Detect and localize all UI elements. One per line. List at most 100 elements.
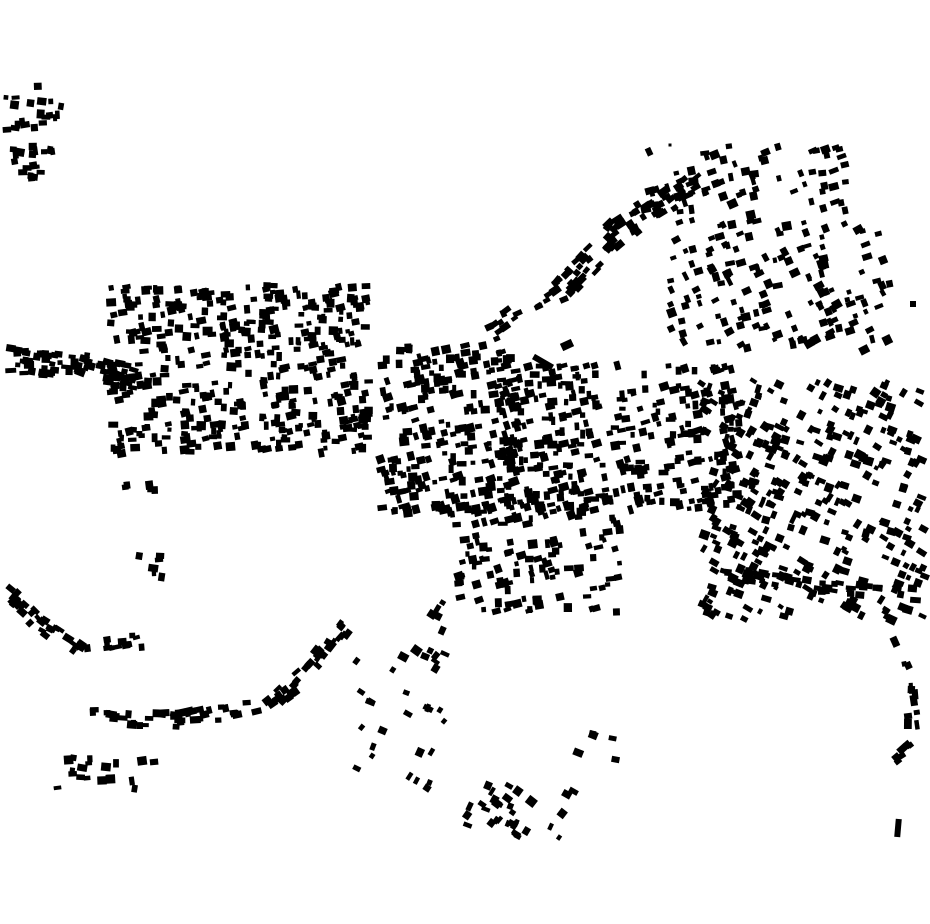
- building-footprint: [784, 310, 793, 319]
- building-footprint: [726, 197, 739, 210]
- building-footprint: [195, 443, 202, 450]
- building-footprint: [294, 323, 304, 328]
- building-footprint: [606, 429, 614, 437]
- building-footprint: [503, 454, 514, 464]
- building-footprint: [482, 360, 491, 369]
- building-footprint: [22, 165, 32, 171]
- building-footprint: [601, 473, 608, 482]
- building-footprint: [106, 319, 115, 327]
- building-footprint: [564, 501, 575, 511]
- building-footprint: [851, 493, 862, 504]
- building-footprint: [199, 709, 210, 720]
- building-footprint: [33, 82, 42, 91]
- building-footprint: [438, 599, 447, 607]
- building-footprint: [223, 346, 230, 354]
- building-footprint: [771, 581, 779, 588]
- building-footprint: [279, 363, 291, 372]
- building-footprint: [852, 312, 859, 319]
- building-footprint: [894, 818, 902, 838]
- building-footprint: [36, 617, 47, 627]
- building-footprint: [848, 385, 858, 394]
- building-footprint: [766, 387, 775, 395]
- building-footprint: [223, 328, 230, 338]
- building-footprint: [300, 328, 310, 337]
- building-footprint: [758, 501, 765, 508]
- building-footprint: [695, 322, 704, 330]
- building-footprint: [214, 717, 222, 723]
- building-footprint: [40, 149, 48, 155]
- building-footprint: [301, 292, 308, 300]
- building-footprint: [649, 498, 657, 505]
- building-footprint: [512, 309, 523, 318]
- building-footprint: [582, 419, 590, 428]
- building-footprint: [432, 479, 438, 485]
- building-footprint: [885, 410, 894, 420]
- building-footprint: [898, 751, 907, 760]
- building-footprint: [831, 144, 840, 152]
- building-footprint: [621, 397, 628, 403]
- building-footprint: [12, 150, 19, 159]
- building-footprint: [758, 289, 769, 299]
- building-footprint: [577, 442, 585, 447]
- building-footprint: [727, 495, 736, 504]
- building-footprint: [727, 536, 739, 549]
- building-footprint: [872, 277, 882, 285]
- building-footprint: [406, 381, 416, 389]
- building-footprint: [589, 505, 600, 515]
- building-footprint: [226, 362, 237, 372]
- building-footprint: [190, 323, 200, 329]
- building-footprint: [863, 424, 874, 436]
- building-footprint: [521, 825, 532, 837]
- building-footprint: [672, 181, 685, 193]
- building-footprint: [806, 274, 813, 282]
- building-footprint: [577, 490, 585, 497]
- building-footprint: [891, 526, 904, 539]
- building-footprint: [438, 387, 447, 394]
- building-footprint: [413, 369, 421, 377]
- building-footprint: [728, 523, 737, 531]
- building-footprint: [636, 470, 645, 475]
- building-footprint: [281, 434, 288, 442]
- building-footprint: [240, 329, 249, 337]
- building-footprint: [829, 304, 838, 314]
- building-footprint: [438, 379, 446, 384]
- building-footprint: [879, 381, 889, 391]
- building-footprint: [182, 331, 192, 342]
- building-footprint: [136, 430, 143, 437]
- building-footprint: [840, 160, 850, 169]
- building-footprint: [813, 438, 824, 447]
- building-footprint: [860, 298, 869, 308]
- building-footprint: [625, 425, 636, 432]
- building-footprint: [792, 568, 802, 576]
- building-footprint: [912, 498, 924, 509]
- building-footprint: [667, 285, 676, 295]
- building-footprint: [727, 575, 735, 581]
- building-footprint: [350, 413, 357, 422]
- building-footprint: [831, 580, 838, 588]
- building-footprint: [16, 606, 29, 618]
- building-footprint: [728, 587, 736, 595]
- building-footprint: [661, 192, 672, 202]
- building-footprint: [460, 348, 471, 357]
- building-footprint: [314, 372, 323, 381]
- building-footprint: [903, 469, 913, 480]
- building-footprint: [745, 209, 757, 221]
- building-footprint: [496, 377, 507, 383]
- building-footprint: [906, 741, 915, 749]
- building-footprint: [919, 572, 930, 581]
- building-footprint: [613, 360, 622, 371]
- building-footprint: [720, 408, 726, 416]
- building-footprint: [127, 334, 136, 345]
- building-footprint: [486, 817, 497, 829]
- building-footprint: [798, 524, 808, 536]
- building-footprint: [789, 187, 799, 195]
- building-footprint: [39, 615, 51, 626]
- building-footprint: [855, 405, 864, 413]
- building-footprint: [458, 423, 468, 433]
- building-footprint: [357, 432, 365, 439]
- building-footprint: [464, 447, 473, 455]
- building-footprint: [836, 152, 847, 161]
- building-footprint: [395, 359, 403, 369]
- building-footprint: [316, 355, 325, 364]
- building-footprint: [679, 385, 691, 392]
